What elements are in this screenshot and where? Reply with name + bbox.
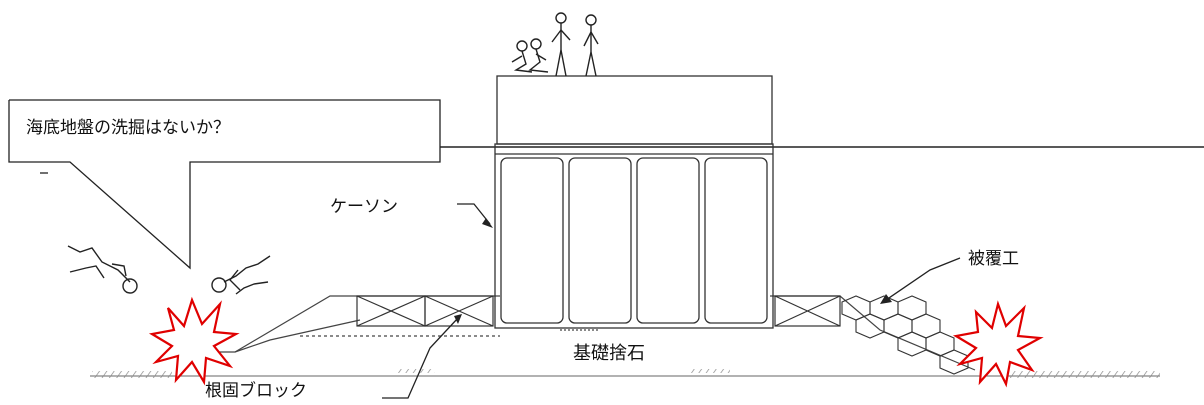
rubble-mound-label: 基礎捨石 — [573, 343, 645, 364]
callout-text: 海底地盤の洗掘はないか？ — [26, 118, 230, 138]
diver-icon — [211, 255, 271, 295]
armor-stones — [841, 295, 969, 375]
leader-lines — [382, 203, 961, 399]
worker-figure-icon — [511, 12, 599, 77]
scour-burst-icon — [148, 296, 240, 386]
diver-icon — [67, 245, 138, 294]
caisson-label: ケーソン — [330, 197, 398, 217]
callout-bubble — [8, 99, 441, 270]
armor-label: 被覆工 — [968, 249, 1019, 269]
toe-blocks-left — [356, 295, 494, 327]
caisson — [494, 75, 774, 329]
toe-blocks-right — [774, 295, 841, 327]
scour-burst-icon — [952, 300, 1044, 388]
toe-block-label: 根固ブロック — [205, 381, 307, 401]
